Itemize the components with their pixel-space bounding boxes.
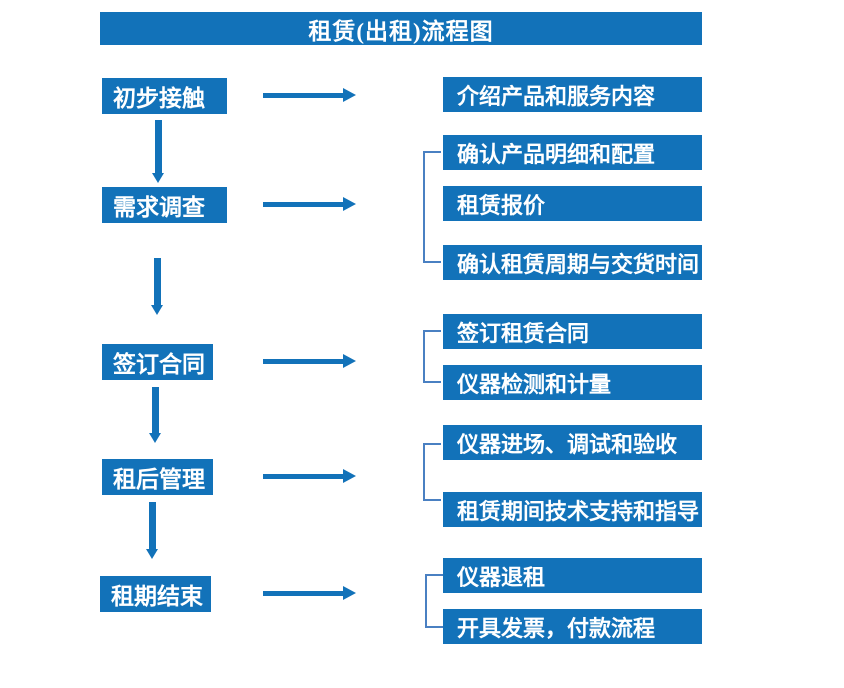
step-post-rental-management: 租后管理 [102,459,213,495]
detail-invoice-payment: 开具发票，付款流程 [443,609,702,644]
detail-technical-support: 租赁期间技术支持和指导 [443,492,702,527]
right-arrow-icon [263,354,356,368]
flowchart-title: 租赁(出租)流程图 [100,12,702,45]
step-rental-end: 租期结束 [100,576,211,612]
group-bracket-rental-end [425,574,443,628]
detail-confirm-product-config: 确认产品明细和配置 [443,135,702,170]
right-arrow-icon [263,586,356,600]
detail-instrument-return: 仪器退租 [443,558,702,593]
down-arrow-icon [146,502,158,559]
step-initial-contact: 初步接触 [102,78,227,114]
detail-rental-quote: 租赁报价 [443,186,702,221]
right-arrow-icon [263,88,356,102]
step-demand-survey: 需求调查 [102,187,227,223]
down-arrow-icon [151,258,163,315]
group-bracket-post-rental [423,443,441,501]
detail-confirm-period-delivery: 确认租赁周期与交货时间 [443,245,702,280]
right-arrow-icon [263,197,356,211]
detail-instrument-inspection: 仪器检测和计量 [443,365,702,400]
down-arrow-icon [149,387,161,443]
detail-sign-rental-contract: 签订租赁合同 [443,314,702,349]
detail-instrument-setup-acceptance: 仪器进场、调试和验收 [443,425,702,460]
detail-introduce-products: 介绍产品和服务内容 [443,77,702,112]
right-arrow-icon [263,469,356,483]
group-bracket-demand-survey [423,151,441,263]
down-arrow-icon [152,120,164,183]
group-bracket-sign-contract [423,330,441,383]
step-sign-contract: 签订合同 [102,344,213,380]
